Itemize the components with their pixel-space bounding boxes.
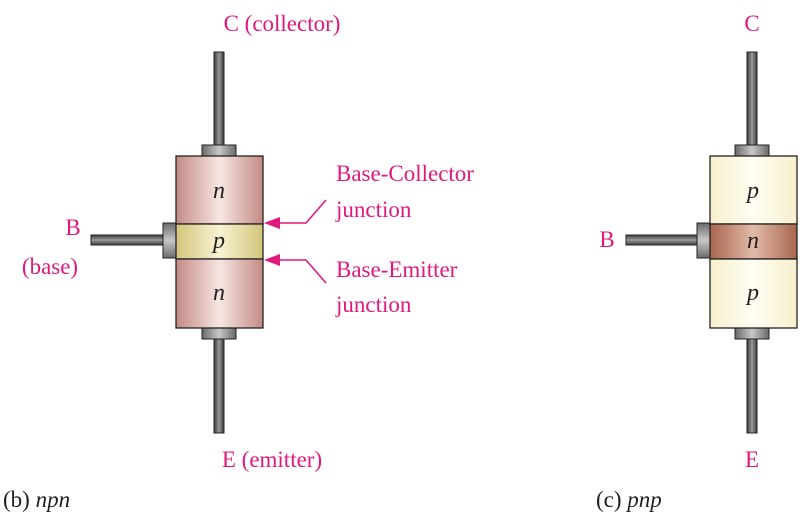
pnp-caption-prefix: (c) xyxy=(596,487,627,512)
bc-junction-arrow xyxy=(264,199,327,229)
bc-junction-label-line2: junction xyxy=(335,197,412,222)
npn-layer-bottom-label: n xyxy=(213,280,225,306)
pnp-collector-lead xyxy=(746,51,758,146)
pnp-collector-contact xyxy=(734,144,770,157)
pnp-base-lead xyxy=(625,234,699,246)
pnp-emitter-lead xyxy=(746,338,758,434)
npn-base-region xyxy=(175,223,264,260)
npn-caption: (b) npn xyxy=(3,487,70,512)
npn-collector-lead xyxy=(213,51,225,146)
npn-transistor: n p n C (collector) B (base) E (emitter)… xyxy=(3,11,474,512)
pnp-collector-label: C xyxy=(744,11,759,36)
pnp-emitter-label: E xyxy=(745,447,759,472)
pnp-collector-region xyxy=(709,155,798,225)
npn-layer-mid-label: p xyxy=(211,228,225,254)
pnp-layer-bottom-label: p xyxy=(745,280,759,306)
npn-collector-contact xyxy=(201,144,237,157)
npn-base-label-base: (base) xyxy=(22,254,78,279)
npn-emitter-region xyxy=(175,258,264,329)
pnp-base-contact xyxy=(696,222,712,259)
npn-base-contact xyxy=(162,222,178,259)
npn-caption-type: npn xyxy=(36,487,71,512)
be-junction-label-line1: Base-Emitter xyxy=(336,257,458,282)
pnp-emitter-region xyxy=(709,258,798,329)
pnp-caption-type: pnp xyxy=(625,487,662,512)
pnp-base-label: B xyxy=(599,227,614,252)
npn-base-lead xyxy=(90,234,164,246)
bc-junction-label-line1: Base-Collector xyxy=(336,161,474,186)
npn-caption-prefix: (b) xyxy=(3,487,36,512)
npn-collector-region xyxy=(175,155,264,225)
pnp-layer-mid-label: n xyxy=(747,228,759,254)
pnp-transistor: p n p C B E (c) pnp xyxy=(596,11,798,512)
npn-emitter-contact xyxy=(201,327,237,340)
pnp-emitter-contact xyxy=(734,327,770,340)
npn-emitter-label: E (emitter) xyxy=(222,447,322,472)
npn-collector-label: C (collector) xyxy=(224,11,341,36)
be-junction-arrow xyxy=(264,254,327,284)
npn-layer-top-label: n xyxy=(213,178,225,204)
pnp-caption: (c) pnp xyxy=(596,487,662,512)
pnp-layer-top-label: p xyxy=(745,178,759,204)
npn-base-label-b: B xyxy=(65,215,80,240)
be-junction-label-line2: junction xyxy=(335,292,412,317)
npn-emitter-lead xyxy=(213,338,225,434)
